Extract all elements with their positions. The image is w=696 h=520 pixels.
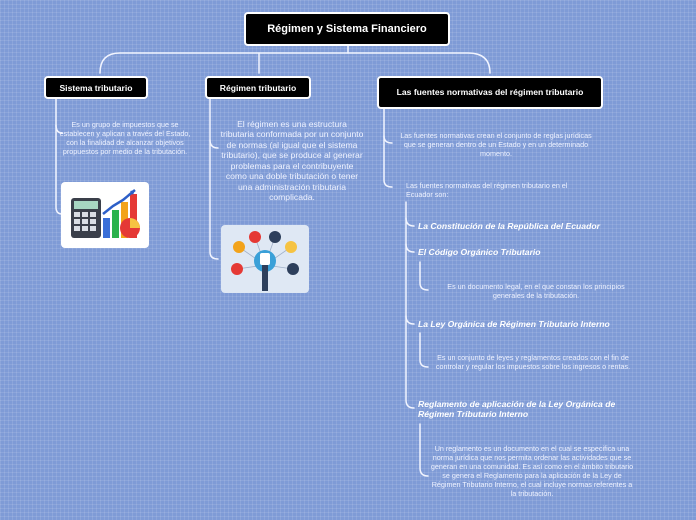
connector-list-spine	[405, 201, 415, 409]
fuentes-normativas-node[interactable]: Las fuentes normativas del régimen tribu…	[377, 76, 603, 109]
connector-item-2	[405, 243, 415, 253]
connector-fuentes-intro	[383, 107, 393, 144]
regimen-tributario-node[interactable]: Régimen tributario	[205, 76, 311, 99]
sistema-tributario-node[interactable]: Sistema tributario	[44, 76, 148, 99]
law-desc-codigo: Es un documento legal, en el que constan…	[447, 282, 625, 300]
fuentes-intro-text: Las fuentes normativas crean el conjunto…	[400, 131, 592, 158]
connector-item-1	[405, 217, 415, 227]
connector-desc-2	[419, 261, 429, 291]
root-node[interactable]: Régimen y Sistema Financiero	[244, 12, 450, 46]
connector-sistema-image	[55, 124, 63, 215]
regimen-tributario-text: El régimen es una estructura tributaria …	[220, 119, 364, 203]
law-desc-ley-organica: Es un conjunto de leyes y reglamentos cr…	[435, 353, 631, 371]
fuentes-list-intro: Las fuentes normativas del régimen tribu…	[406, 181, 568, 199]
finance-gears-icon	[221, 225, 309, 293]
sistema-tributario-text: Es un grupo de impuestos que se establec…	[59, 120, 191, 156]
fuentes-normativas-title: Las fuentes normativas del régimen tribu…	[396, 86, 584, 97]
law-item-reglamento[interactable]: Reglamento de aplicación de la Ley Orgán…	[418, 399, 616, 420]
law-item-codigo[interactable]: El Código Orgánico Tributario	[418, 247, 541, 257]
connector-desc-4	[419, 423, 429, 477]
connector-item-3	[405, 315, 415, 325]
connector-fuentes-list	[383, 135, 393, 188]
connector-desc-3	[419, 332, 429, 368]
calculator-chart-icon	[61, 182, 149, 248]
law-desc-reglamento: Un reglamento es un documento en el cual…	[430, 444, 634, 498]
connector-regimen-text	[209, 98, 219, 149]
law-item-constitucion[interactable]: La Constitución de la República del Ecua…	[418, 221, 600, 231]
connector-regimen-image	[209, 139, 219, 260]
sistema-tributario-title: Sistema tributario	[59, 82, 133, 93]
law-item-ley-organica[interactable]: La Ley Orgánica de Régimen Tributario In…	[418, 319, 610, 329]
root-title: Régimen y Sistema Financiero	[267, 23, 427, 35]
connector-topbar	[99, 52, 491, 74]
regimen-tributario-title: Régimen tributario	[219, 82, 297, 93]
